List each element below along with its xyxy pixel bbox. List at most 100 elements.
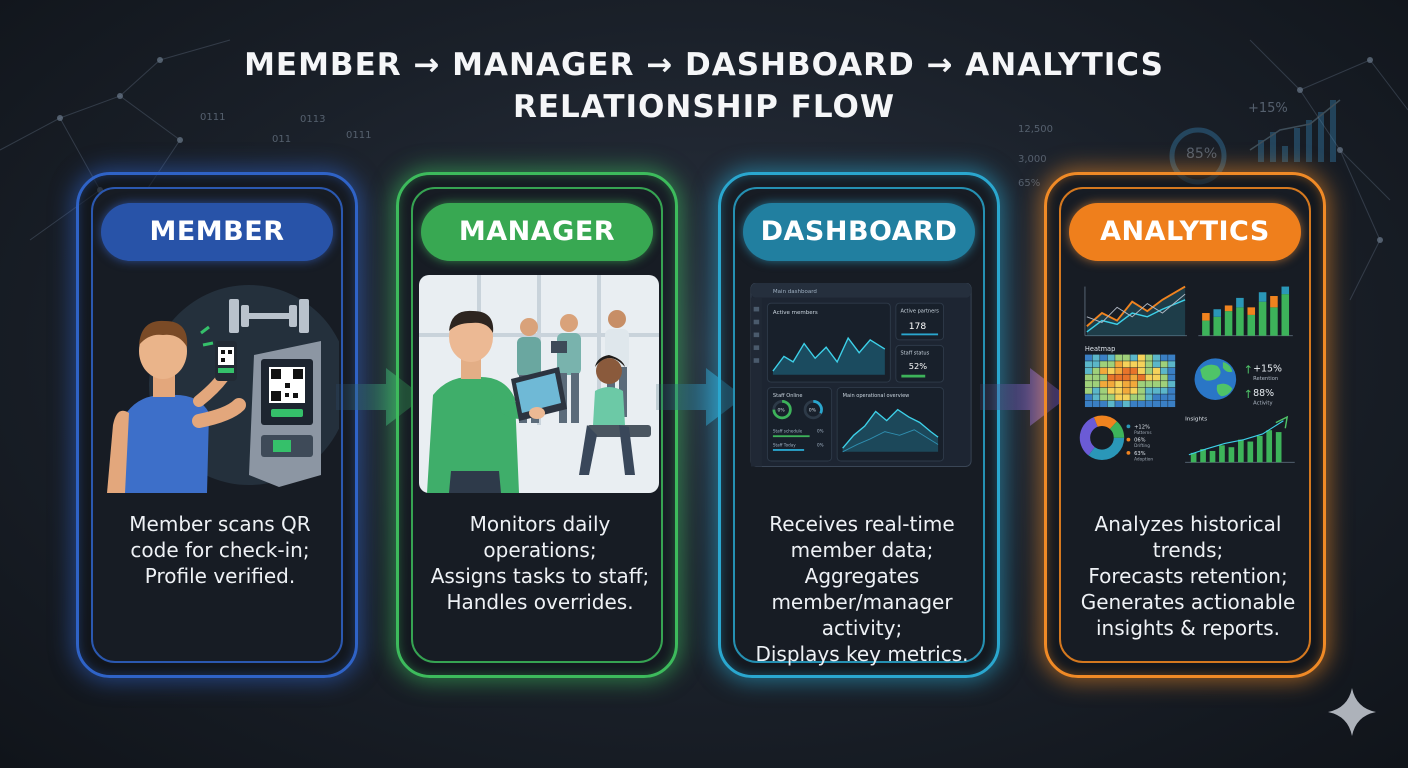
heatmap-cell <box>1084 361 1093 368</box>
heatmap-cell <box>1160 361 1168 368</box>
analytics-label-pill: ANALYTICS <box>1069 203 1301 261</box>
heatmap-cell <box>1122 381 1130 388</box>
heatmap-cell <box>1107 361 1115 368</box>
heatmap-cell <box>1160 400 1168 408</box>
heatmap-cell <box>1160 374 1168 381</box>
heatmap-label: Heatmap <box>1085 345 1115 353</box>
panel-title: Staff status <box>900 351 929 357</box>
panel-title: Active members <box>773 310 818 316</box>
heatmap-cell <box>1092 374 1100 381</box>
description-line: Aggregates <box>804 564 920 588</box>
heatmap-cell <box>1152 394 1161 401</box>
heatmap-cell <box>1092 400 1100 408</box>
heatmap-cell <box>1137 367 1145 374</box>
heatmap <box>1084 354 1176 408</box>
legend-label: Patterns <box>1134 430 1152 436</box>
dashboard-label-pill: DASHBOARD <box>743 203 975 261</box>
heatmap-cell <box>1122 367 1130 374</box>
heatmap-cell <box>1115 400 1123 408</box>
analytics-card: ANALYTICS Heatmap <box>1044 172 1326 678</box>
heatmap-cell <box>1145 367 1153 374</box>
heatmap-cell <box>1168 361 1176 368</box>
description-line: trends; <box>1152 538 1224 562</box>
heatmap-cell <box>1145 394 1153 401</box>
dashboard-screen: Main dashboard Active members Active par… <box>750 283 972 467</box>
heatmap-cell <box>1168 394 1176 401</box>
title-line-2: RELATIONSHIP FLOW <box>512 89 896 125</box>
heatmap-cell <box>1145 374 1153 381</box>
heatmap-cell <box>1115 374 1123 381</box>
manager-person <box>427 310 567 493</box>
description-line: Displays key metrics. <box>755 642 969 666</box>
heatmap-cell <box>1115 354 1123 361</box>
heatmap-cell <box>1152 381 1161 388</box>
heatmap-cell <box>1168 381 1176 388</box>
heatmap-cell <box>1084 374 1093 381</box>
panel-title: Main operational overview <box>843 393 910 399</box>
bg-number: 0111 <box>346 130 371 141</box>
staff-value: 52% <box>909 361 927 371</box>
heatmap-cell <box>1145 387 1153 394</box>
manager-description: Monitors daily operations; Assigns tasks… <box>411 511 669 615</box>
analytics-charts: Heatmap ↑ +15% Retention ↑ 88% Activity <box>1079 285 1295 463</box>
description-line: Handles overrides. <box>446 590 634 614</box>
member-illustration <box>107 285 339 493</box>
manager-label-pill: MANAGER <box>421 203 653 261</box>
insights-chart: Insights <box>1185 415 1295 463</box>
heatmap-cell <box>1084 400 1093 408</box>
heatmap-cell <box>1168 374 1176 381</box>
description-line: member/manager activity; <box>771 590 953 640</box>
bg-number: 011 <box>272 134 291 145</box>
heatmap-cell <box>1122 354 1130 361</box>
heatmap-cell <box>1107 400 1115 408</box>
activity-value: 88% <box>1253 388 1274 399</box>
staff-row-label: Staff schedule <box>773 429 803 434</box>
heatmap-cell <box>1100 367 1108 374</box>
heatmap-cell <box>1130 354 1138 361</box>
globe-icon <box>1194 358 1237 400</box>
bg-number: 12,500 <box>1018 124 1053 135</box>
member-card: MEMBER <box>76 172 358 678</box>
heatmap-cell <box>1152 361 1161 368</box>
dashboard-card: DASHBOARD Main dashboard Active members … <box>718 172 1000 678</box>
heatmap-cell <box>1137 374 1145 381</box>
heatmap-cell <box>1160 354 1168 361</box>
heatmap-cell <box>1168 367 1176 374</box>
tablet-icon <box>511 367 567 421</box>
dashboard-header: Main dashboard <box>773 289 817 295</box>
title-line-1: MEMBER → MANAGER → DASHBOARD → ANALYTICS <box>244 47 1164 83</box>
description-line: Monitors daily <box>469 512 611 536</box>
heatmap-cell <box>1130 374 1138 381</box>
legend-label: Drifting <box>1134 443 1150 449</box>
description-line: Forecasts retention; <box>1088 564 1288 588</box>
heatmap-cell <box>1100 394 1108 401</box>
bg-number: 3,000 <box>1018 154 1047 165</box>
heatmap-cell <box>1168 354 1176 361</box>
heatmap-cell <box>1145 354 1153 361</box>
heatmap-cell <box>1092 381 1100 388</box>
partners-value: 178 <box>909 321 927 332</box>
heatmap-cell <box>1137 394 1145 401</box>
retention-metric: ↑ +15% Retention <box>1244 362 1282 382</box>
heatmap-cell <box>1160 387 1168 394</box>
heatmap-cell <box>1130 381 1138 388</box>
description-line: Generates actionable <box>1080 590 1296 614</box>
heatmap-cell <box>1107 387 1115 394</box>
svg-text:↑: ↑ <box>1244 362 1254 376</box>
activity-metric: ↑ 88% Activity <box>1244 387 1274 407</box>
heatmap-cell <box>1152 374 1161 381</box>
heatmap-cell <box>1137 400 1145 408</box>
bg-number: +15% <box>1248 101 1288 116</box>
heatmap-cell <box>1160 367 1168 374</box>
heatmap-cell <box>1100 400 1108 408</box>
trend-line-chart <box>1084 285 1187 337</box>
donut-chart: +12% Patterns 06% Drifting 63% Adoption <box>1079 415 1153 462</box>
bg-number: 65% <box>1018 178 1040 189</box>
description-line: member data; <box>790 538 934 562</box>
heatmap-cell <box>1107 367 1115 374</box>
qr-kiosk-icon <box>249 341 321 487</box>
ring-value: 0% <box>778 407 786 413</box>
retention-label: Retention <box>1253 376 1278 382</box>
heatmap-cell <box>1122 374 1130 381</box>
description-line: Assigns tasks to staff; <box>430 564 650 588</box>
